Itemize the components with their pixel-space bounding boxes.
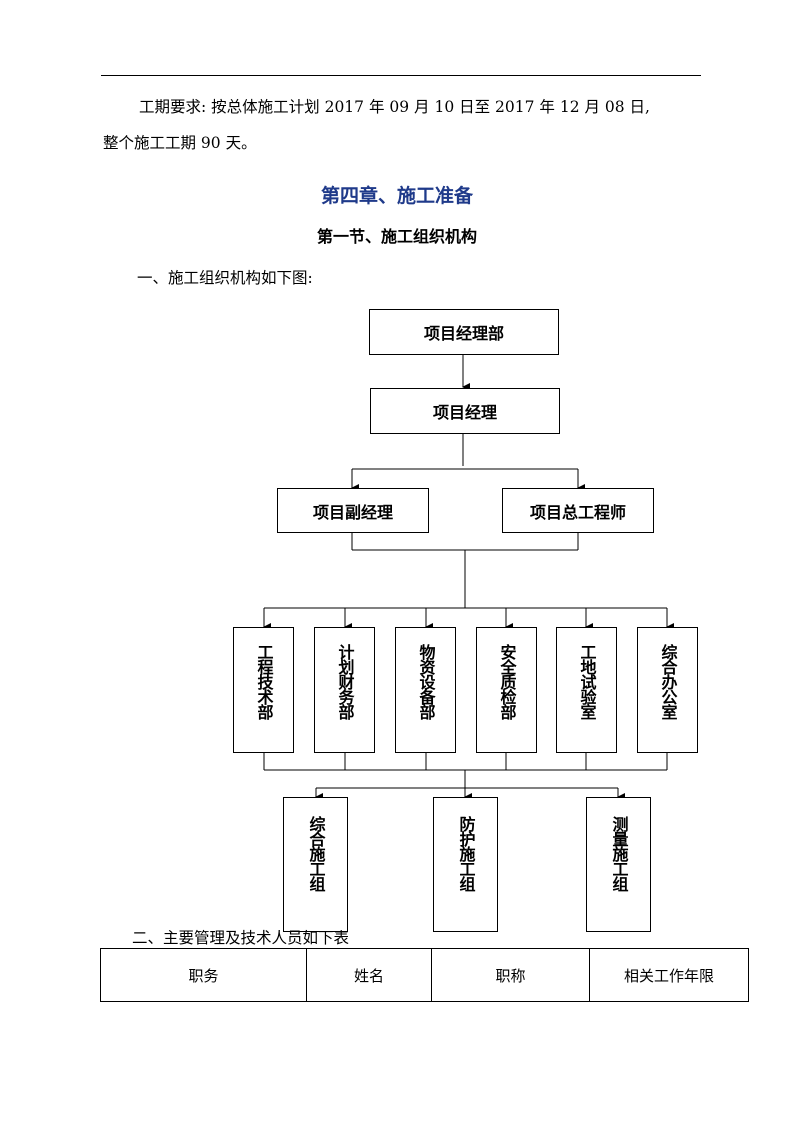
org-dept-finance: 计划财务部 [314,627,375,753]
section-title: 第一节、施工组织机构 [316,227,477,246]
org-node-project-manager: 项目经理 [370,388,560,434]
org-node-label: 项目总工程师 [529,502,626,522]
org-node-project-dept: 项目经理部 [369,309,559,355]
org-node-deputy-manager: 项目副经理 [277,488,429,533]
org-team-survey: 测量施工组 [586,797,651,932]
table-header-cell: 姓名 [306,948,432,1002]
schedule-line-2: 整个施工工期 90 天。 [103,134,257,152]
org-dept-lab: 工地试验室 [556,627,617,753]
org-dept-label: 计划财务部 [335,644,355,719]
staff-table: 职务 姓名 职称 相关工作年限 [100,948,749,1002]
staff-table-intro: 二、主要管理及技术人员如下表 [132,929,350,947]
org-node-label: 项目副经理 [312,502,393,522]
table-header-cell: 职务 [100,948,307,1002]
org-node-label: 项目经理 [432,403,497,422]
table-header-cell: 职称 [431,948,590,1002]
org-dept-engineering: 工程技术部 [233,627,294,753]
org-dept-materials: 物资设备部 [395,627,456,753]
org-chart-intro: 一、施工组织机构如下图: [137,269,313,287]
org-dept-office: 综合办公室 [637,627,698,753]
org-dept-label: 安全质检部 [497,644,517,719]
chapter-title: 第四章、施工准备 [320,185,473,207]
table-header-cell: 相关工作年限 [589,948,749,1002]
header-rule [101,75,701,76]
org-team-general: 综合施工组 [283,797,348,932]
org-dept-label: 工程技术部 [254,644,274,719]
org-team-label: 测量施工组 [609,816,629,891]
org-dept-label: 综合办公室 [658,644,678,719]
org-team-label: 防护施工组 [456,816,476,891]
table-row: 职务 姓名 职称 相关工作年限 [100,948,749,1002]
org-team-label: 综合施工组 [306,816,326,891]
org-dept-safety: 安全质检部 [476,627,537,753]
org-node-label: 项目经理部 [423,324,504,343]
org-node-chief-engineer: 项目总工程师 [502,488,654,533]
schedule-line-1: 工期要求: 按总体施工计划 2017 年 09 月 10 日至 2017 年 1… [139,98,650,116]
org-dept-label: 工地试验室 [577,644,597,719]
org-team-protection: 防护施工组 [433,797,498,932]
org-dept-label: 物资设备部 [416,644,436,719]
